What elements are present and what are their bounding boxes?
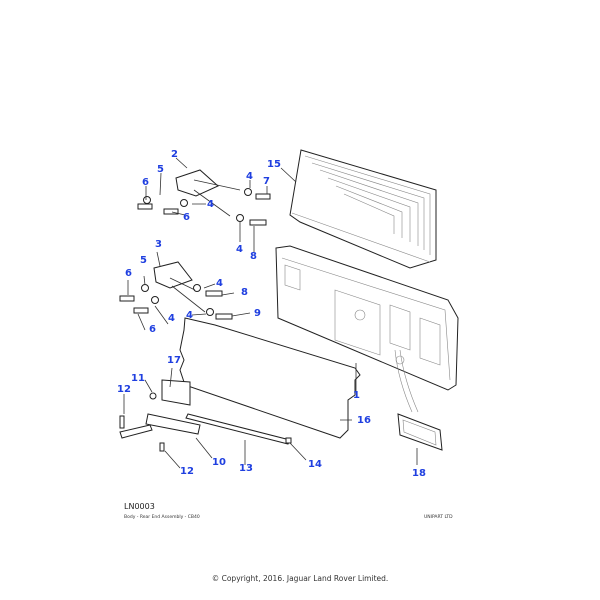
diagram-caption: Body - Rear End Assembly - CB40 — [124, 515, 200, 520]
callout-1: 1 — [353, 390, 360, 401]
copyright-notice: © Copyright, 2016. Jaguar Land Rover Lim… — [211, 574, 389, 583]
callout-16: 16 — [357, 415, 371, 426]
callout-12-left: 12 — [117, 384, 131, 395]
callout-13: 13 — [239, 463, 253, 474]
callout-17: 17 — [167, 355, 181, 366]
trim-panel-part — [179, 317, 361, 439]
callout-2: 2 — [171, 149, 178, 160]
callout-6-lower-left: 6 — [125, 268, 132, 279]
callout-15: 15 — [267, 159, 281, 170]
door-panel-part — [275, 245, 459, 413]
callout-4-upper-mid: 4 — [207, 199, 214, 210]
callout-12-bottom: 12 — [180, 466, 194, 477]
callout-8-upper: 8 — [250, 251, 257, 262]
callout-3: 3 — [155, 239, 162, 250]
handle-part — [397, 413, 443, 451]
callout-9: 9 — [254, 308, 261, 319]
callout-10: 10 — [212, 457, 226, 468]
callout-6-lower-bottom: 6 — [149, 324, 156, 335]
callout-11: 11 — [131, 373, 145, 384]
callout-4-upper-right: 4 — [246, 171, 253, 182]
strut-and-bracket-part — [119, 379, 292, 452]
callout-18: 18 — [412, 468, 426, 479]
callout-4-lower-right: 4 — [216, 278, 223, 289]
callout-8-lower: 8 — [241, 287, 248, 298]
rear-glass-part — [289, 149, 437, 269]
callout-6-upper-left: 6 — [142, 177, 149, 188]
callout-4-lower-bottom: 4 — [186, 310, 193, 321]
callout-6-upper-lower: 6 — [183, 212, 190, 223]
upper-hinge-part — [137, 169, 271, 226]
callout-4-upper-bottom: 4 — [236, 244, 243, 255]
callout-7: 7 — [263, 176, 270, 187]
callout-4-lower-mid: 4 — [168, 313, 175, 324]
callout-14: 14 — [308, 459, 322, 470]
lower-hinge-part — [119, 261, 233, 320]
callout-5-upper: 5 — [157, 164, 164, 175]
callout-5-lower: 5 — [140, 255, 147, 266]
manufacturer-label: UNIPART LTD — [424, 515, 453, 520]
diagram-reference-code: LN0003 — [124, 502, 155, 511]
